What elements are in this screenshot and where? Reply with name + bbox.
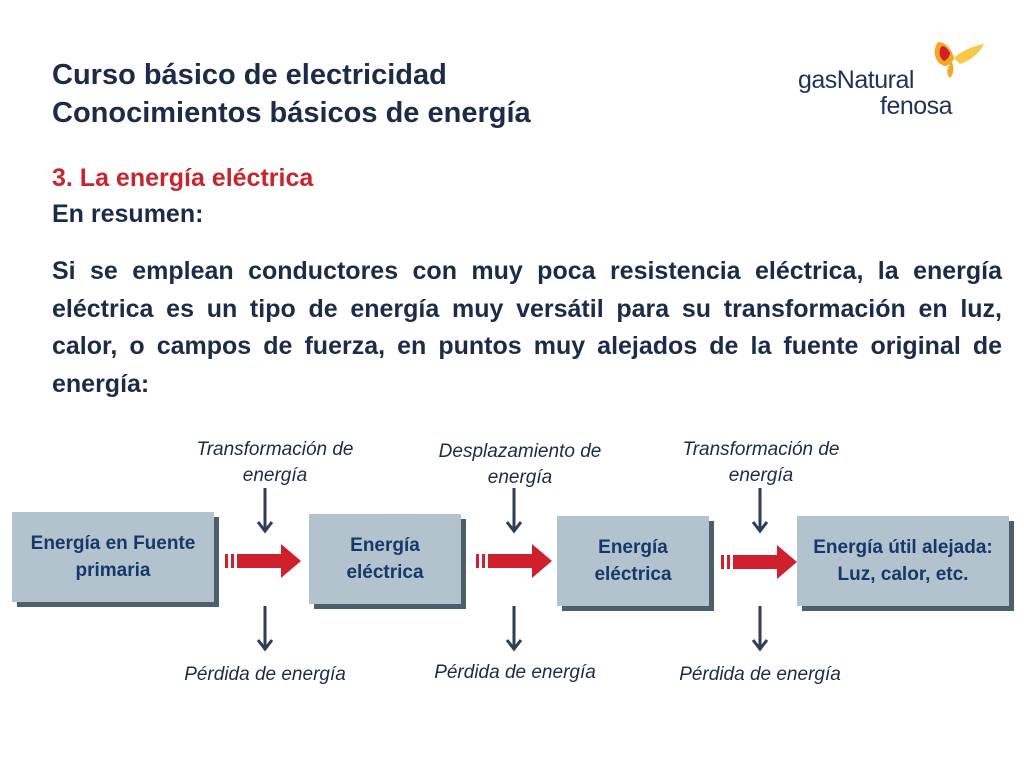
title-line-2: Conocimientos básicos de energía <box>52 97 531 129</box>
arrow-right-icon <box>225 544 301 578</box>
box-electric-energy-2: Energía eléctrica <box>557 516 709 606</box>
bottom-label-loss-3: Pérdida de energía <box>679 664 841 685</box>
title-line-1: Curso básico de electricidad <box>52 59 447 91</box>
arrow-down-icon <box>505 488 523 534</box>
bottom-label-loss-2: Pérdida de energía <box>434 662 596 683</box>
arrow-down-icon <box>751 488 769 534</box>
box-electric-energy-1: Energía eléctrica <box>309 514 461 604</box>
company-logo: gasNatural fenosa <box>794 36 994 126</box>
page-title: Curso básico de electricidad Conocimient… <box>52 56 531 132</box>
top-label-transformation-1: Transformación de energía <box>196 439 354 486</box>
summary-paragraph: Si se emplean conductores con muy poca r… <box>52 257 1002 398</box>
arrow-down-icon <box>751 606 769 652</box>
bottom-label-loss-1: Pérdida de energía <box>184 664 346 685</box>
section-subheading: En resumen: <box>52 200 204 228</box>
logo-word-fenosa: fenosa <box>880 92 953 120</box>
box-primary-source: Energía en Fuente primaria <box>12 512 214 602</box>
arrow-down-icon <box>256 606 274 652</box>
butterfly-icon <box>934 42 984 78</box>
top-label-displacement: Desplazamiento de energía <box>438 441 602 488</box>
arrow-right-icon <box>476 544 552 578</box>
section-heading: 3. La energía eléctrica <box>52 164 314 192</box>
top-label-transformation-2: Transformación de energía <box>682 439 840 486</box>
arrow-down-icon <box>256 488 274 534</box>
arrow-down-icon <box>505 606 523 652</box>
box-useful-energy: Energía útil alejada: Luz, calor, etc. <box>797 516 1009 606</box>
arrow-right-icon <box>721 545 797 579</box>
logo-word-gasnatural: gasNatural <box>798 66 914 94</box>
